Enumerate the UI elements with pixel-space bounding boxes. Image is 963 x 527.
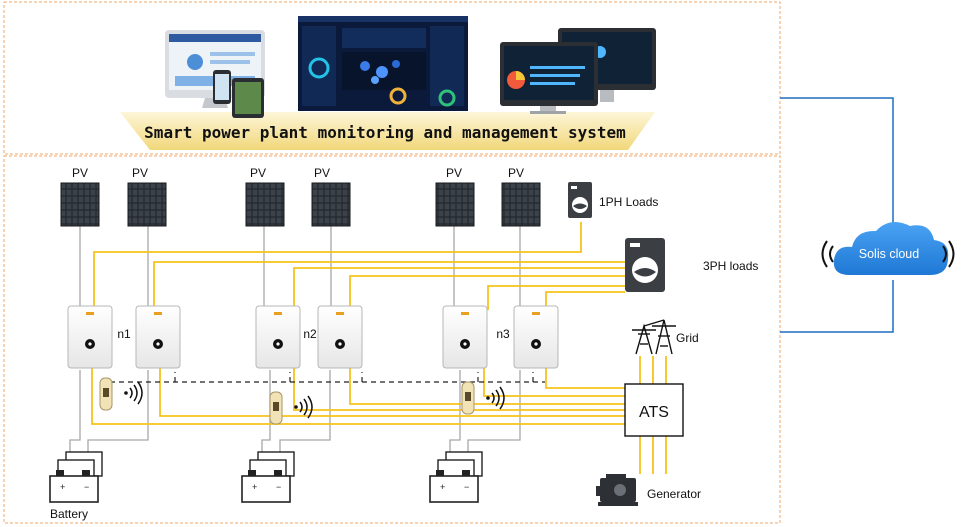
washing-machine-large-icon (625, 238, 665, 292)
cloud-link (780, 97, 894, 333)
three-phase-loads-label: 3PH loads (703, 259, 758, 273)
cloud-icon (833, 222, 949, 275)
monitoring-section-border (3, 1, 781, 155)
pv-label: PV (132, 166, 148, 180)
pv-label: PV (508, 166, 524, 180)
monitoring-banner: Smart power plant monitoring and managem… (120, 112, 655, 150)
inverter (255, 305, 301, 369)
battery-bank-icon: + − (49, 451, 103, 503)
ac-wiring (91, 222, 667, 474)
pv-panel: PV (60, 166, 100, 227)
monitoring-devices (165, 16, 656, 118)
pv-label: PV (250, 166, 266, 180)
inverter (317, 305, 363, 369)
battery-label: Battery (50, 507, 88, 521)
batteries: + − + − + − Battery (49, 451, 483, 521)
phone-icon (213, 70, 231, 104)
svg-text:−: − (84, 482, 89, 492)
loads: 1PH Loads 3PH loads (568, 182, 758, 292)
generator: Generator (596, 474, 701, 506)
comm-bus (110, 372, 545, 383)
svg-text:−: − (464, 482, 469, 492)
tablet-icon (232, 78, 264, 118)
dual-monitor-icon (500, 28, 656, 114)
generator-icon (596, 474, 638, 506)
grid-label: Grid (676, 331, 699, 345)
inverter (67, 305, 113, 369)
wifi-datalogger-icon (269, 391, 313, 425)
pv-label: PV (72, 166, 88, 180)
pv-panel: PV (245, 166, 285, 227)
single-phase-loads-label: 1PH Loads (599, 195, 658, 209)
pv-panel: PV (127, 166, 167, 227)
cloud-label: Solis cloud (859, 247, 919, 261)
cloud-link-lower (780, 280, 894, 333)
generator-label: Generator (647, 487, 701, 501)
plant-section-border (3, 155, 781, 524)
solis-cloud: Solis cloud (821, 222, 955, 275)
battery-bank-icon: + − (429, 451, 483, 503)
inverter (513, 305, 559, 369)
pv-panel: PV (501, 166, 541, 227)
washing-machine-small-icon (568, 182, 592, 218)
svg-text:+: + (60, 482, 65, 492)
inverter (135, 305, 181, 369)
svg-text:+: + (252, 482, 257, 492)
inverter-group-label-n1: n1 (117, 327, 131, 341)
wifi-datalogger-icon (99, 377, 143, 411)
banner-shape (120, 112, 655, 150)
pv-panel: PV (311, 166, 351, 227)
pv-array: PV PV PV PV PV PV (60, 166, 541, 227)
grid: Grid (632, 319, 699, 355)
inverter (442, 305, 488, 369)
svg-text:+: + (440, 482, 445, 492)
inverter-group-label-n2: n2 (303, 327, 317, 341)
inverters: n1 n2 n3 (67, 305, 559, 369)
transmission-tower-icon (632, 319, 676, 355)
cloud-link-upper (780, 97, 894, 232)
svg-text:−: − (276, 482, 281, 492)
dashboard-screen-icon (298, 16, 468, 111)
monitoring-title: Smart power plant monitoring and managem… (144, 123, 626, 142)
wireless-signal-icon (821, 240, 955, 268)
pv-panel: PV (435, 166, 475, 227)
wifi-datalogger-icon (461, 381, 505, 415)
section-borders (3, 1, 781, 524)
pv-label: PV (446, 166, 462, 180)
inverter-group-label-n3: n3 (496, 327, 510, 341)
ats-switch: ATS (624, 383, 684, 437)
ats-label: ATS (639, 404, 669, 421)
pv-label: PV (314, 166, 330, 180)
dataloggers (99, 377, 505, 425)
battery-bank-icon: + − (241, 451, 295, 503)
